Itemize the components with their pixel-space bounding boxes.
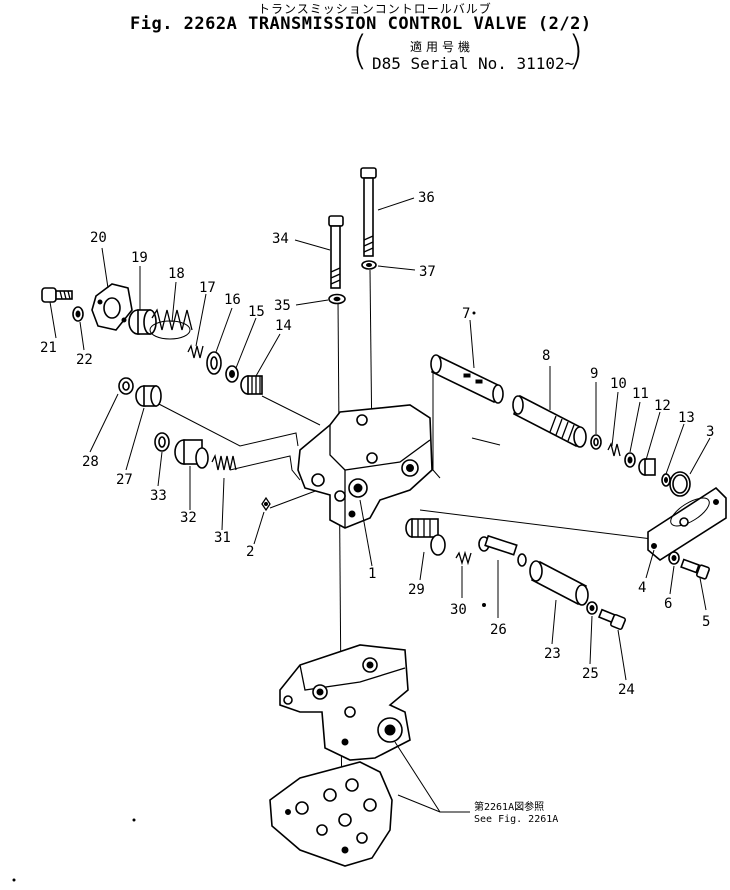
part-label-17: 17 xyxy=(199,280,216,296)
part-label-25: 25 xyxy=(582,666,599,682)
washer-part-22 xyxy=(72,306,84,322)
part-label-7: 7 xyxy=(462,306,470,322)
part-label-3: 3 xyxy=(706,424,714,440)
part-label-8: 8 xyxy=(542,348,550,364)
part-label-23: 23 xyxy=(544,646,561,662)
part-label-36: 36 xyxy=(418,190,435,206)
leader-lines xyxy=(49,197,711,813)
ring-part-28 xyxy=(118,377,134,395)
speck-mark xyxy=(12,878,16,882)
ring-part-15 xyxy=(225,365,239,383)
part-label-24: 24 xyxy=(618,682,635,698)
applicability-label-japanese: 適用号機 xyxy=(410,40,475,54)
part-label-6: 6 xyxy=(664,596,672,612)
spring-part-31 xyxy=(211,454,237,471)
spring-part-10 xyxy=(607,442,621,457)
ring-part-11 xyxy=(624,452,636,468)
bolt-part-34 xyxy=(328,215,344,289)
part-label-29: 29 xyxy=(408,582,425,598)
part-label-28: 28 xyxy=(82,454,99,470)
bolt-part-24 xyxy=(597,608,627,631)
spring-part-30 xyxy=(455,550,472,566)
lower-valve-assembly xyxy=(279,644,411,761)
part-label-12: 12 xyxy=(654,398,671,414)
guide-line-29 xyxy=(419,509,661,541)
washer-part-6 xyxy=(668,551,680,565)
part-label-16: 16 xyxy=(224,292,241,308)
spool-part-14 xyxy=(240,375,263,395)
part-label-1: 1 xyxy=(368,566,376,582)
guide-line-27 xyxy=(154,401,299,447)
speck-mark xyxy=(472,311,476,315)
washer-part-35 xyxy=(328,293,346,305)
part-label-10: 10 xyxy=(610,376,627,392)
part-label-34: 34 xyxy=(272,231,289,247)
part-label-2: 2 xyxy=(246,544,254,560)
part-label-30: 30 xyxy=(450,602,467,618)
plug-part-27 xyxy=(135,385,162,407)
guide-line-14 xyxy=(261,395,321,426)
part-label-14: 14 xyxy=(275,318,292,334)
washer-part-25 xyxy=(586,601,598,615)
cover-plate-part-4 xyxy=(647,486,727,561)
part-label-5: 5 xyxy=(702,614,710,630)
part-label-26: 26 xyxy=(490,622,507,638)
valve-body-part-1 xyxy=(297,404,433,529)
washer-part-37 xyxy=(361,260,377,270)
part-label-32: 32 xyxy=(180,510,197,526)
applicability-bracket-left: ( xyxy=(352,28,368,74)
part-label-18: 18 xyxy=(168,266,185,282)
bolt-part-5 xyxy=(680,558,710,580)
base-plate xyxy=(269,761,393,867)
part-label-4: 4 xyxy=(638,580,646,596)
applicability-bracket-right: ) xyxy=(568,28,584,74)
spring-part-17 xyxy=(187,344,204,359)
applicability-serial: D85 Serial No. 31102~ xyxy=(372,54,575,73)
spring-part-18 xyxy=(149,308,193,340)
ring-part-16 xyxy=(206,351,222,375)
figure-title: Fig. 2262A TRANSMISSION CONTROL VALVE (2… xyxy=(130,14,592,34)
rod-part-26 xyxy=(478,534,527,567)
speck-mark xyxy=(482,603,486,607)
bolt-part-21 xyxy=(41,287,73,303)
guide-line-2 xyxy=(269,489,319,509)
sleeve-part-23 xyxy=(529,560,589,606)
reference-note: See Fig. 2261A xyxy=(474,814,558,825)
sleeve-part-7 xyxy=(430,354,504,404)
part-label-11: 11 xyxy=(632,386,649,402)
cover-part-20 xyxy=(91,283,133,331)
part-label-22: 22 xyxy=(76,352,93,368)
part-label-37: 37 xyxy=(419,264,436,280)
part-label-13: 13 xyxy=(678,410,695,426)
spool-part-8 xyxy=(512,394,587,448)
piston-part-19 xyxy=(128,309,157,335)
part-label-27: 27 xyxy=(116,472,133,488)
guide-line-31 xyxy=(229,455,301,481)
figure-title-japanese: トランスミッションコントロールバルブ xyxy=(258,2,492,16)
spool-part-29 xyxy=(405,518,446,556)
plug-part-12 xyxy=(638,458,656,476)
part-label-33: 33 xyxy=(150,488,167,504)
bolt-part-36 xyxy=(360,167,377,257)
part-label-15: 15 xyxy=(248,304,265,320)
guide-line-7 xyxy=(432,360,441,479)
reference-note-japanese: 第2261A図参照 xyxy=(474,800,544,813)
o-ring-part-3 xyxy=(669,471,691,497)
part-label-9: 9 xyxy=(590,366,598,382)
part-label-31: 31 xyxy=(214,530,231,546)
ring-part-33 xyxy=(154,432,170,452)
part-label-21: 21 xyxy=(40,340,57,356)
speck-mark xyxy=(132,818,136,822)
part-label-19: 19 xyxy=(131,250,148,266)
part-label-20: 20 xyxy=(90,230,107,246)
part-label-35: 35 xyxy=(274,298,291,314)
ring-part-9 xyxy=(590,434,602,450)
pin-part-2 xyxy=(261,496,271,512)
guide-line-8 xyxy=(471,437,501,446)
plug-part-32 xyxy=(174,439,209,469)
ring-part-13 xyxy=(661,473,671,487)
